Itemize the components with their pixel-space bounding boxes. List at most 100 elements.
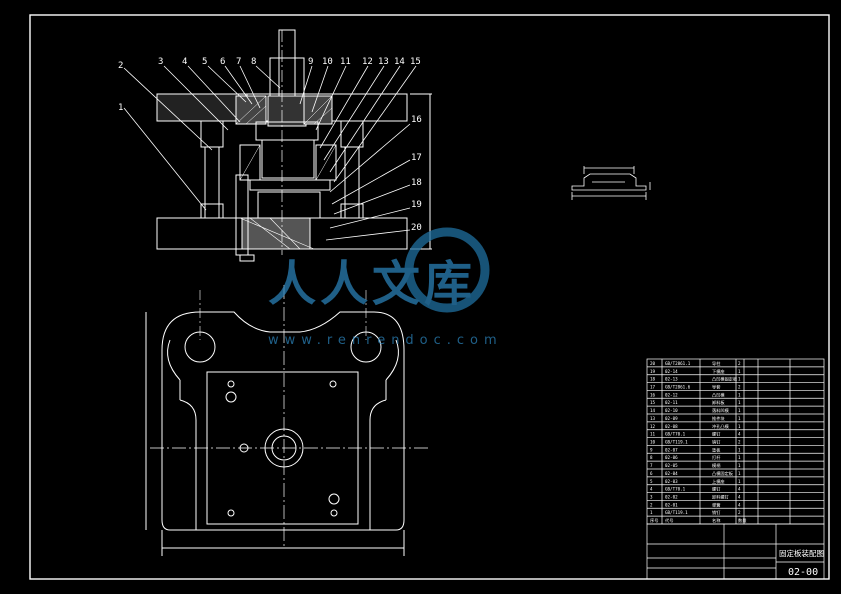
bom-cell-code: 02-13 — [665, 377, 678, 382]
bom-cell-code: 02-12 — [665, 392, 678, 397]
balloon-9: 9 — [308, 57, 313, 67]
bom-cell-code: 02-11 — [665, 400, 678, 405]
bom-cell-no: 15 — [650, 400, 656, 405]
bom-cell-qty: 1 — [738, 416, 741, 421]
bom-cell-code: GB/T2861.1 — [665, 361, 691, 366]
bom-cell-name: 销钉 — [712, 438, 721, 445]
drawing-number: 02-00 — [788, 567, 818, 578]
bom-cell-code: 02-07 — [665, 447, 678, 452]
bom-cell-name: 垫板 — [712, 446, 721, 453]
bom-cell-no: 18 — [650, 377, 656, 382]
bom-cell-no: 3 — [650, 494, 653, 499]
bom-cell-qty: 2 — [738, 510, 741, 515]
bom-cell-name: 下模座 — [712, 368, 725, 375]
bom-cell-code: 02-01 — [665, 502, 678, 507]
balloon-19: 19 — [411, 200, 422, 210]
bom-cell-code: 02-05 — [665, 463, 678, 468]
bom-cell-no: 4 — [650, 487, 653, 492]
balloon-7: 7 — [236, 57, 241, 67]
watermark: 人人文库 www.renrendoc.com — [268, 227, 503, 348]
bom-cell-qty: 1 — [738, 408, 741, 413]
bom-cell-no: 19 — [650, 369, 656, 374]
bom-cell-qty: 1 — [738, 369, 741, 374]
bom-cell-code: 02-08 — [665, 424, 678, 429]
plan-view — [145, 285, 430, 556]
bom-cell-no: 11 — [650, 432, 656, 437]
bom-header-qty: 数量 — [738, 517, 746, 524]
bom-cell-name: 凸凹模 — [712, 391, 725, 398]
sheet-border — [29, 14, 830, 580]
bom-cell-qty: 2 — [738, 439, 741, 444]
leader-lines — [123, 65, 417, 241]
bom-cell-qty: 2 — [738, 384, 741, 389]
bom-cell-qty: 4 — [738, 502, 741, 507]
balloon-11: 11 — [340, 57, 351, 67]
balloon-8: 8 — [251, 57, 256, 67]
bom-cell-qty: 4 — [738, 494, 741, 499]
bom-cell-no: 7 — [650, 463, 653, 468]
title-block-name: 固定板装配图 — [779, 548, 824, 558]
balloon-6: 6 — [220, 57, 225, 67]
bom-cell-qty: 4 — [738, 487, 741, 492]
bom-cell-name: 导柱 — [712, 360, 721, 367]
bom-cell-qty: 1 — [738, 424, 741, 429]
bom-cell-name: 弹簧 — [712, 501, 720, 508]
bom-cell-qty: 1 — [738, 377, 741, 382]
bom-cell-no: 16 — [650, 392, 656, 397]
bom-cell-name: 推件块 — [712, 415, 725, 422]
bom-cell-name: 销钉 — [712, 509, 721, 516]
watermark-logo-ring — [404, 227, 490, 313]
balloon-17: 17 — [411, 153, 422, 163]
bom-header-no: 序号 — [650, 517, 658, 524]
balloon-10: 10 — [322, 57, 333, 67]
bom-header-name: 名称 — [712, 517, 720, 524]
bom-cell-no: 6 — [650, 471, 653, 476]
balloon-4: 4 — [182, 57, 187, 67]
bom-cell-name: 卸料板 — [712, 399, 725, 406]
bom-cell-name: 冲孔凸模 — [712, 423, 730, 430]
bom-cell-no: 5 — [650, 479, 653, 484]
balloon-numbers: 1 2 3 4 5 6 7 8 9 10 11 12 13 14 15 16 1… — [118, 57, 422, 233]
bom-cell-code: GB/T70.1 — [665, 487, 686, 492]
bom-cell-qty: 1 — [738, 463, 741, 468]
bom-cell-qty: 1 — [738, 400, 741, 405]
balloon-15: 15 — [410, 57, 421, 67]
bom-cell-code: GB/T2861.6 — [665, 384, 691, 389]
part-sketch — [571, 166, 651, 200]
bom-cell-no: 13 — [650, 416, 656, 421]
balloon-1: 1 — [118, 103, 123, 113]
front-section-view — [156, 29, 432, 262]
balloon-2: 2 — [118, 61, 123, 71]
bom-cell-no: 17 — [650, 384, 656, 389]
watermark-url: www.renrendoc.com — [268, 333, 503, 348]
bom-cell-name: 凸模固定板 — [712, 470, 734, 477]
bom-cell-name: 螺钉 — [712, 486, 721, 493]
bom-cell-name: 上模座 — [712, 478, 725, 485]
balloon-16: 16 — [411, 115, 422, 125]
bom-cell-name: 导套 — [712, 383, 721, 390]
bom-cell-no: 9 — [650, 447, 653, 452]
bom-cell-qty: 1 — [738, 471, 741, 476]
watermark-text: 人人文库 — [268, 256, 476, 312]
bom-cell-code: GB/T119.1 — [665, 510, 688, 515]
bom-cell-code: 02-10 — [665, 408, 678, 413]
bom-cell-name: 模柄 — [712, 462, 720, 469]
bom-cell-code: 02-06 — [665, 455, 678, 460]
bom-cell-qty: 4 — [738, 432, 741, 437]
bom-cell-no: 8 — [650, 455, 653, 460]
bom-cell-code: GB/T119.1 — [665, 439, 688, 444]
balloon-18: 18 — [411, 178, 422, 188]
bom-cell-name: 凸凹模固定板 — [712, 376, 738, 383]
bom-cell-code: GB/T70.1 — [665, 432, 686, 437]
balloon-13: 13 — [378, 57, 389, 67]
bom-cell-qty: 1 — [738, 455, 741, 460]
bom-cell-qty: 1 — [738, 447, 741, 452]
bom-cell-no: 10 — [650, 439, 656, 444]
bom-cell-code: 02-02 — [665, 494, 678, 499]
bom-cell-no: 1 — [650, 510, 653, 515]
title-block — [646, 523, 825, 580]
bom-cell-qty: 1 — [738, 392, 741, 397]
bom-cell-qty: 1 — [738, 479, 741, 484]
